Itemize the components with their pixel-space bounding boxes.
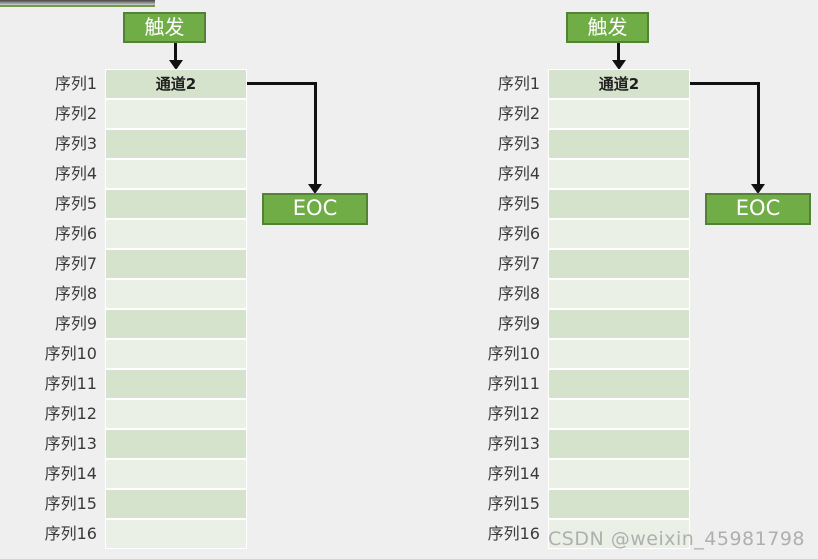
sequence-cell <box>105 459 247 489</box>
sequence-label: 序列3 <box>54 134 97 153</box>
sequence-label: 序列1 <box>497 74 540 93</box>
sequence-cell <box>105 159 247 189</box>
watermark-text: CSDN @weixin_45981798 <box>548 528 805 550</box>
sequence-label: 序列6 <box>54 224 97 243</box>
sequence-cell <box>105 99 247 129</box>
sequence-cell <box>105 519 247 549</box>
sequence-cell <box>548 369 690 399</box>
sequence-label: 序列14 <box>487 464 540 483</box>
sequence-cell: 通道2 <box>548 69 690 99</box>
sequence-cell <box>548 219 690 249</box>
sequence-label: 序列4 <box>497 164 540 183</box>
sequence-cell <box>105 279 247 309</box>
trigger-arrowhead-icon <box>612 60 626 70</box>
sequence-cell <box>548 159 690 189</box>
sequence-label: 序列10 <box>44 344 97 363</box>
sequence-cell <box>105 339 247 369</box>
trigger-box: 触发 <box>566 12 649 43</box>
adc-sequence-diagram-left: 触发序列1 序列2 序列3 序列4 序列5 序列6 序列7 序列8 序列9 序列10 序列11 序列1… <box>0 0 380 559</box>
eoc-arrowhead-icon <box>751 184 765 194</box>
sequence-label: 序列15 <box>487 494 540 513</box>
sequence-label: 序列7 <box>497 254 540 273</box>
sequence-cell <box>548 339 690 369</box>
sequence-cell <box>105 369 247 399</box>
sequence-label: 序列5 <box>497 194 540 213</box>
eoc-box: EOC <box>705 193 811 225</box>
sequence-label: 序列3 <box>497 134 540 153</box>
sequence-cell <box>548 249 690 279</box>
eoc-arrow-vertical <box>757 82 760 185</box>
sequence-label: 序列16 <box>487 524 540 543</box>
sequence-label: 序列2 <box>497 104 540 123</box>
sequence-cell <box>105 309 247 339</box>
trigger-arrowhead-icon <box>169 60 183 70</box>
sequence-label: 序列9 <box>54 314 97 333</box>
sequence-label: 序列7 <box>54 254 97 273</box>
sequence-cell <box>105 129 247 159</box>
adc-sequence-diagram-right: 触发序列1 序列2 序列3 序列4 序列5 序列6 序列7 序列8 序列9 序列10 序列11 序列1… <box>443 0 818 559</box>
sequence-label: 序列1 <box>54 74 97 93</box>
sequence-cell <box>548 489 690 519</box>
sequence-label: 序列16 <box>44 524 97 543</box>
sequence-cell: 通道2 <box>105 69 247 99</box>
sequence-label: 序列11 <box>44 374 97 393</box>
sequence-cell <box>548 129 690 159</box>
sequence-cell <box>105 189 247 219</box>
sequence-label: 序列13 <box>487 434 540 453</box>
sequence-label: 序列15 <box>44 494 97 513</box>
sequence-label: 序列12 <box>487 404 540 423</box>
sequence-cell <box>105 399 247 429</box>
sequence-cell <box>548 309 690 339</box>
sequence-label: 序列8 <box>54 284 97 303</box>
sequence-label: 序列9 <box>497 314 540 333</box>
sequence-cell <box>105 219 247 249</box>
sequence-cell <box>548 429 690 459</box>
sequence-cell <box>105 489 247 519</box>
eoc-box: EOC <box>262 193 368 225</box>
sequence-label: 序列2 <box>54 104 97 123</box>
slide-edge-bar <box>0 0 155 7</box>
trigger-box: 触发 <box>123 12 206 43</box>
sequence-label: 序列14 <box>44 464 97 483</box>
sequence-cell <box>548 519 690 549</box>
eoc-arrowhead-icon <box>308 184 322 194</box>
eoc-arrow-horizontal <box>247 82 317 85</box>
sequence-label: 序列4 <box>54 164 97 183</box>
sequence-cell <box>548 279 690 309</box>
sequence-label: 序列10 <box>487 344 540 363</box>
eoc-arrow-vertical <box>314 82 317 185</box>
sequence-cell <box>548 99 690 129</box>
trigger-arrow-line <box>174 43 177 61</box>
sequence-label: 序列13 <box>44 434 97 453</box>
trigger-arrow-line <box>617 43 620 61</box>
sequence-cell <box>105 429 247 459</box>
sequence-cell <box>548 399 690 429</box>
eoc-arrow-horizontal <box>690 82 760 85</box>
sequence-label: 序列12 <box>44 404 97 423</box>
sequence-cell <box>548 459 690 489</box>
sequence-cell <box>105 249 247 279</box>
sequence-label: 序列6 <box>497 224 540 243</box>
sequence-cell <box>548 189 690 219</box>
sequence-label: 序列8 <box>497 284 540 303</box>
sequence-label: 序列11 <box>487 374 540 393</box>
sequence-label: 序列5 <box>54 194 97 213</box>
